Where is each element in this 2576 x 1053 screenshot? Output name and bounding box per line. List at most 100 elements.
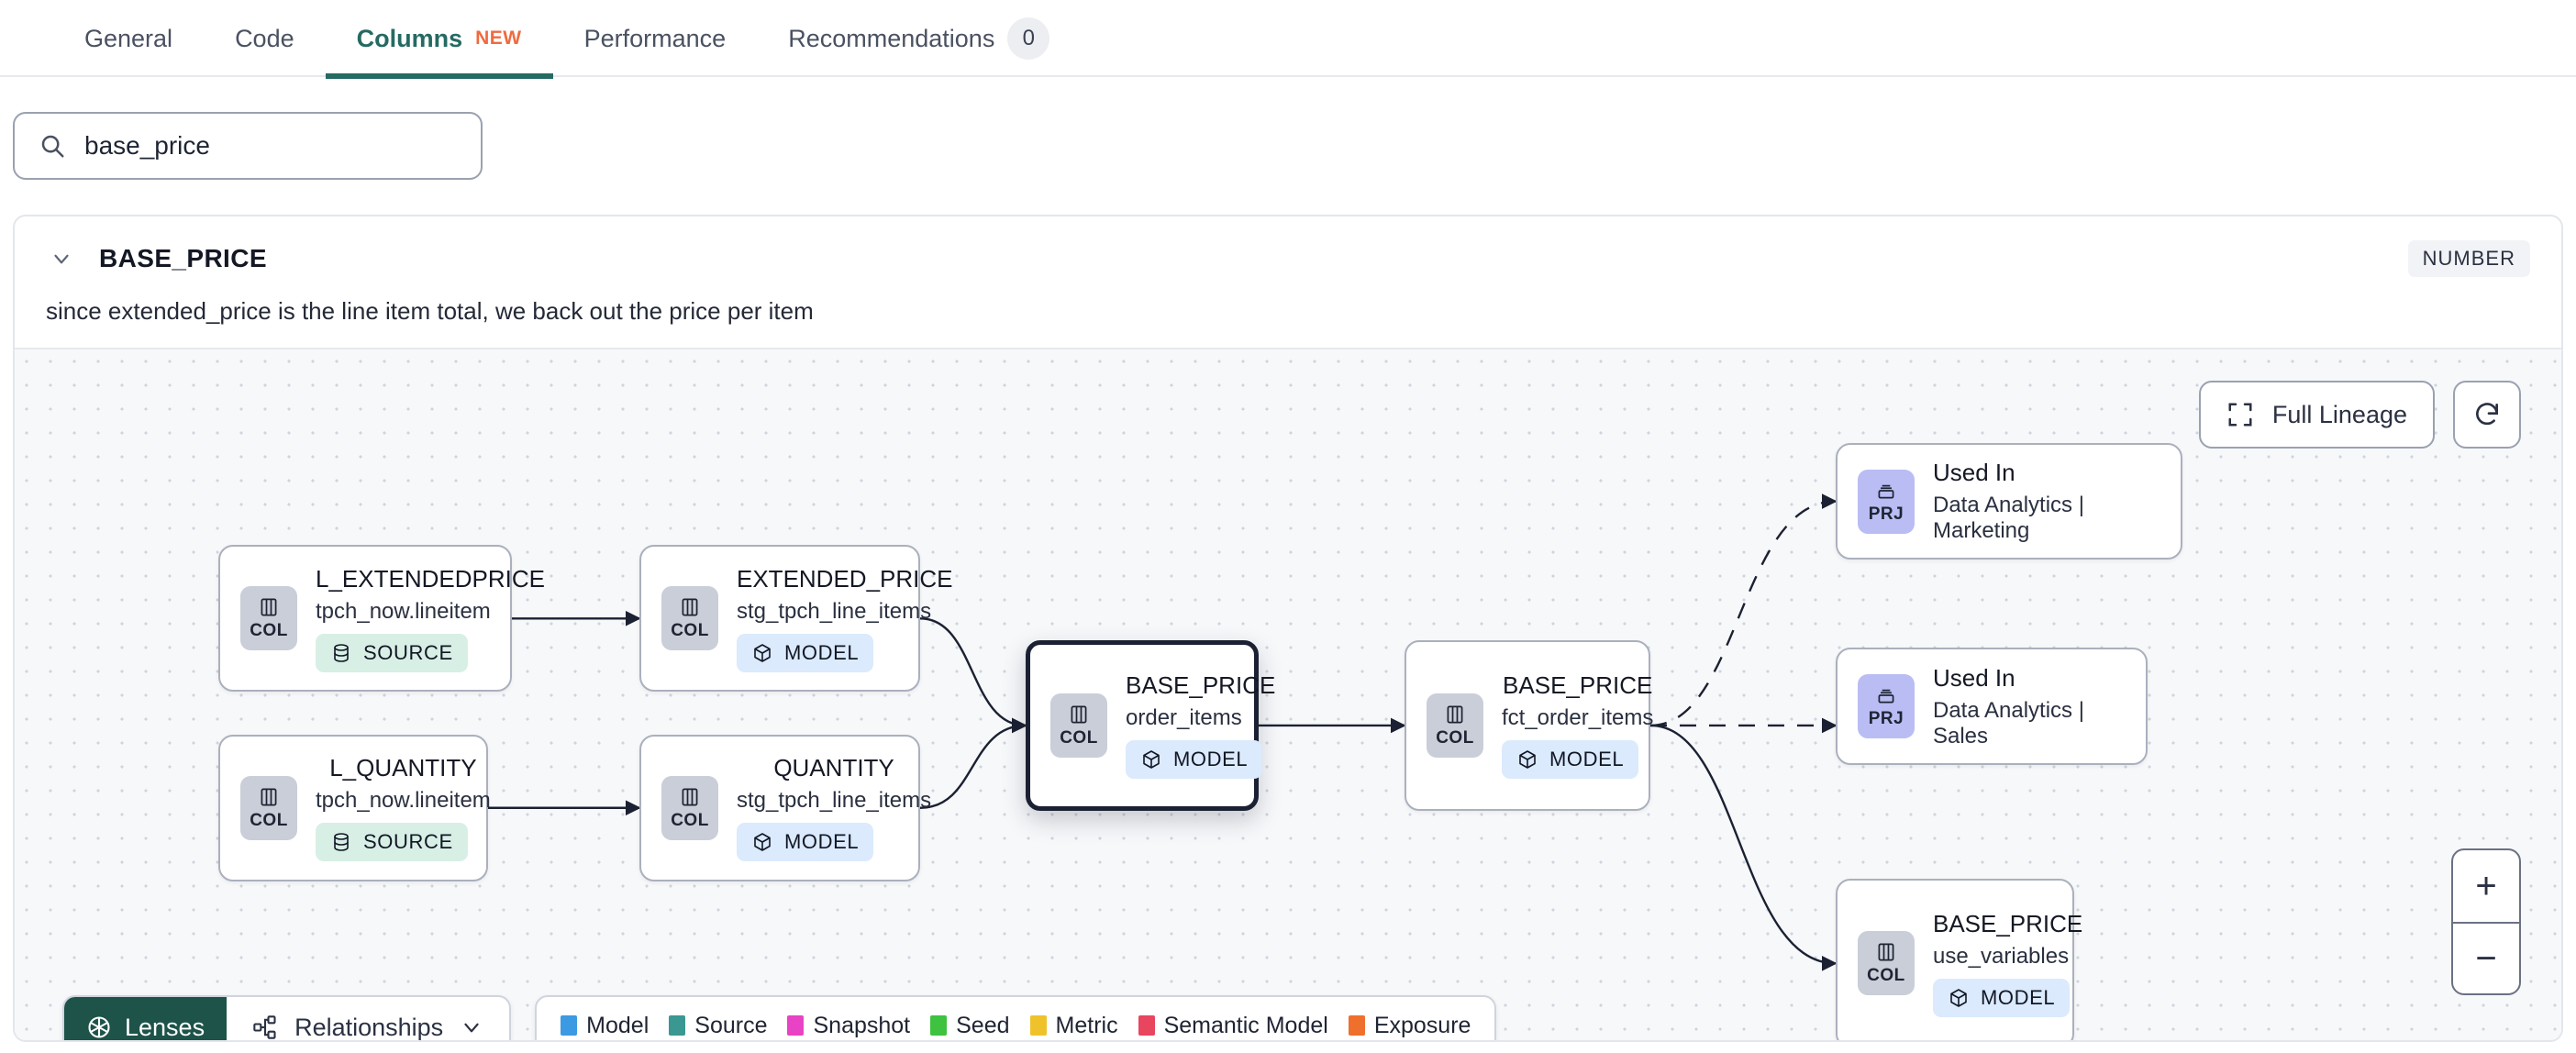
search-input[interactable]	[84, 131, 457, 161]
relationships-icon	[252, 1014, 278, 1040]
node-body: QUANTITY stg_tpch_line_items MODEL	[737, 754, 932, 862]
node-kind-label: COL	[1060, 727, 1098, 748]
legend-swatch	[1138, 1015, 1155, 1036]
node-kind-label: COL	[1436, 727, 1474, 748]
column-icon-badge: COL	[240, 775, 297, 840]
lineage-node-order-items[interactable]: COL BASE_PRICE order_items MODEL	[1026, 640, 1275, 811]
zoom-in-button[interactable]: +	[2475, 865, 2497, 906]
node-title: L_EXTENDEDPRICE	[316, 564, 545, 593]
node-subtitle: stg_tpch_line_items	[737, 598, 932, 624]
column-panel: BASE_PRICE NUMBER since extended_price i…	[13, 215, 2563, 1042]
tab-label: Columns	[356, 24, 463, 52]
tab-code[interactable]: Code	[204, 0, 326, 77]
node-title: BASE_PRICE	[1932, 909, 2083, 937]
node-title: EXTENDED_PRICE	[737, 564, 953, 593]
lineage-top-controls: Full Lineage	[2198, 381, 2521, 449]
legend-item-metric[interactable]: Metric	[1029, 1012, 1118, 1039]
node-body: BASE_PRICE order_items MODEL	[1126, 671, 1276, 780]
tab-recommendations[interactable]: Recommendations 0	[757, 0, 1081, 77]
search-area	[0, 77, 2576, 180]
lenses-label: Lenses	[125, 1013, 205, 1041]
lineage-node-data-analytics-sales[interactable]: PRJ Used In Data Analytics | Sales	[1835, 648, 2148, 765]
node-type-tag-label: SOURCE	[363, 830, 453, 854]
node-kind-label: COL	[671, 810, 709, 830]
legend-item-semantic-model[interactable]: Semantic Model	[1138, 1013, 1328, 1039]
tab-label: Performance	[583, 24, 727, 52]
column-icon-badge: COL	[1857, 931, 1915, 996]
node-type-tag-label: MODEL	[784, 830, 860, 854]
node-title: QUANTITY	[773, 754, 894, 782]
lenses-relationships-group: Lenses Relationships	[62, 995, 512, 1041]
tab-label: General	[84, 24, 173, 52]
legend-item-exposure[interactable]: Exposure	[1348, 1013, 1471, 1039]
column-icon-badge: COL	[240, 586, 297, 651]
chevron-down-icon	[460, 1015, 483, 1039]
lenses-button[interactable]: Lenses	[64, 997, 228, 1041]
node-type-tag-label: SOURCE	[363, 640, 453, 664]
node-body: EXTENDED_PRICE stg_tpch_line_items MODEL	[737, 565, 953, 672]
tab-general[interactable]: General	[53, 0, 204, 77]
node-type-tag-label: MODEL	[784, 640, 860, 664]
node-subtitle: use_variables	[1932, 943, 2070, 969]
tab-label: Recommendations	[788, 24, 995, 52]
column-icon-badge: COL	[1427, 693, 1483, 758]
full-lineage-label: Full Lineage	[2271, 400, 2407, 428]
legend-item-snapshot[interactable]: Snapshot	[787, 1013, 910, 1039]
lens-icon	[86, 1014, 112, 1040]
legend-item-model[interactable]: Model	[561, 1013, 649, 1039]
node-type-tag: MODEL	[1126, 740, 1263, 780]
node-subtitle: Data Analytics | Sales	[1932, 697, 2084, 748]
legend-item-source[interactable]: Source	[669, 1013, 767, 1039]
search-icon	[39, 132, 66, 160]
tab-columns[interactable]: Columns NEW	[325, 0, 553, 79]
node-type-tag: MODEL	[737, 633, 874, 672]
lineage-legend: Model Source Snapshot Seed Metric Semantic Mo…	[535, 995, 1497, 1040]
node-kind-label: COL	[1867, 966, 1905, 986]
tab-label: Code	[235, 24, 294, 52]
node-type-tag: MODEL	[1502, 740, 1639, 780]
node-subtitle: Data Analytics | Marketing	[1932, 493, 2084, 544]
legend-swatch	[1029, 1015, 1047, 1036]
node-subtitle: fct_order_items	[1502, 705, 1654, 731]
node-subtitle: stg_tpch_line_items	[737, 788, 932, 814]
relationships-label: Relationships	[294, 1013, 444, 1041]
recommendations-count-badge: 0	[1007, 17, 1050, 60]
legend-label: Metric	[1055, 1012, 1118, 1038]
node-subtitle: order_items	[1126, 705, 1242, 731]
search-box[interactable]	[13, 112, 483, 180]
node-type-tag: MODEL	[737, 823, 874, 862]
node-kind-label: PRJ	[1868, 504, 1904, 524]
legend-label: Source	[694, 1012, 768, 1038]
refresh-icon	[2472, 400, 2502, 429]
chevron-down-icon[interactable]	[46, 243, 77, 274]
zoom-out-button[interactable]: −	[2453, 922, 2519, 993]
column-icon-badge: COL	[661, 586, 718, 651]
project-icon-badge: PRJ	[1857, 674, 1915, 738]
lineage-node-stg-tpch-line-items[interactable]: COL EXTENDED_PRICE stg_tpch_line_items MOD…	[639, 545, 953, 693]
column-description: since extended_price is the line item to…	[46, 297, 814, 325]
node-title: BASE_PRICE	[1126, 671, 1276, 700]
tab-bar: General Code Columns NEW Performance Rec…	[0, 0, 2576, 79]
tab-performance[interactable]: Performance	[553, 0, 758, 77]
node-kind-label: COL	[250, 810, 288, 830]
node-type-tag: SOURCE	[316, 823, 468, 862]
node-body: Used In Data Analytics | Sales	[1933, 664, 2126, 749]
column-icon-badge: COL	[661, 775, 718, 840]
lineage-node-stg-tpch-line-items[interactable]: COL QUANTITY stg_tpch_line_items MODEL	[639, 734, 931, 881]
legend-swatch	[930, 1015, 948, 1036]
refresh-button[interactable]	[2453, 381, 2521, 449]
full-lineage-button[interactable]: Full Lineage	[2198, 381, 2435, 449]
node-kind-label: PRJ	[1868, 709, 1904, 728]
node-title: Used In	[1932, 663, 2015, 692]
relationships-button[interactable]: Relationships	[227, 997, 509, 1041]
legend-item-seed[interactable]: Seed	[930, 1013, 1010, 1039]
